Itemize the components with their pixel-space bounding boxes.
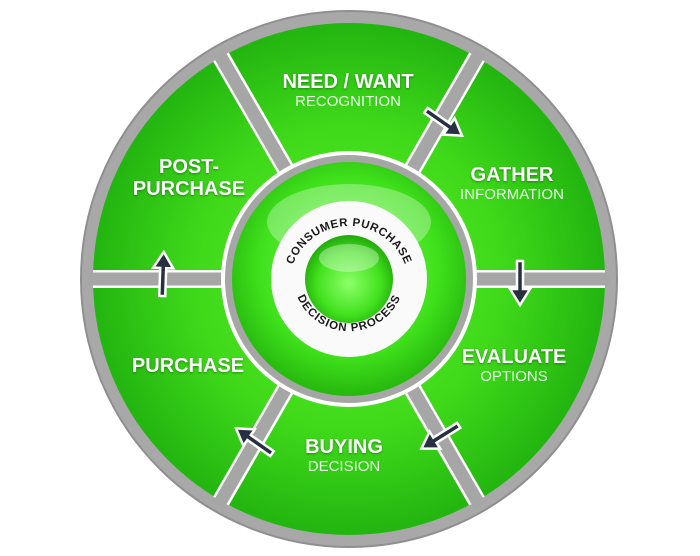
flow-arrows [150,106,533,458]
arrow-icon [150,249,176,298]
stage-main-label: PURCHASE [131,355,245,377]
stage-sub-label: OPTIONS [480,368,548,385]
stage-gather-information: GATHER INFORMATION [460,164,564,204]
arrow-icon [507,259,533,308]
stage-main-label: BUYING [305,436,383,458]
stage-need-want: NEED / WANT RECOGNITION [282,71,413,111]
stage-purchase: PURCHASE [132,355,244,377]
stage-main-label: POST- [158,156,219,178]
stage-main-label-line2: PURCHASE [132,178,246,200]
stage-sub-label: RECOGNITION [295,93,401,110]
stage-sub-label: INFORMATION [460,186,564,203]
stage-evaluate-options: EVALUATE OPTIONS [462,346,567,386]
stage-buying-decision: BUYING DECISION [305,436,383,476]
stage-main-label: NEED / WANT [282,71,414,93]
arrow-icon [234,427,276,458]
stage-main-label: EVALUATE [461,346,567,368]
arrow-icon [419,421,462,450]
arrow-icon [422,106,464,137]
stage-main-label: GATHER [470,164,554,186]
stage-sub-label: DECISION [307,458,381,475]
stage-post-purchase: POST- PURCHASE [133,156,245,200]
core-button [305,235,393,323]
